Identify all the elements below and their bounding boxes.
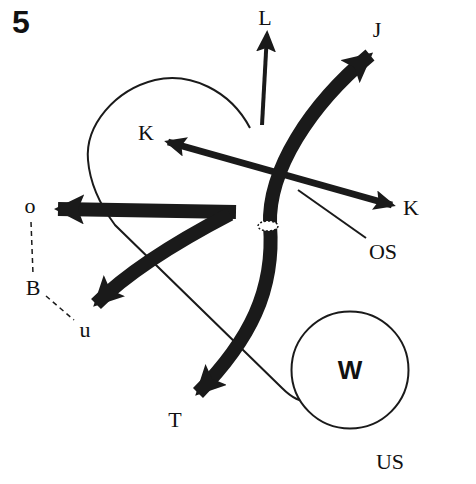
part-label: K [403, 197, 419, 219]
dashed-leader [31, 222, 33, 274]
arrow-o [58, 209, 236, 212]
arrow-j [270, 55, 370, 225]
part-label: K [138, 122, 154, 144]
part-label: US [376, 451, 404, 473]
part-label: J [373, 19, 382, 41]
arrow-u [96, 214, 230, 304]
part-label: o [25, 195, 36, 217]
figure-number: 5 [12, 6, 30, 38]
arrow-l [262, 34, 267, 125]
part-label: B [26, 277, 41, 299]
dashed-leader [46, 296, 74, 320]
part-label: OS [369, 241, 397, 263]
outline-line [88, 78, 312, 402]
arrow-t [198, 225, 271, 393]
part-label: u [80, 319, 91, 341]
junction-mark [258, 221, 278, 231]
part-label: L [258, 7, 271, 29]
part-label: T [168, 409, 181, 431]
circle-node: W [290, 310, 410, 430]
node-text: W [338, 357, 363, 383]
